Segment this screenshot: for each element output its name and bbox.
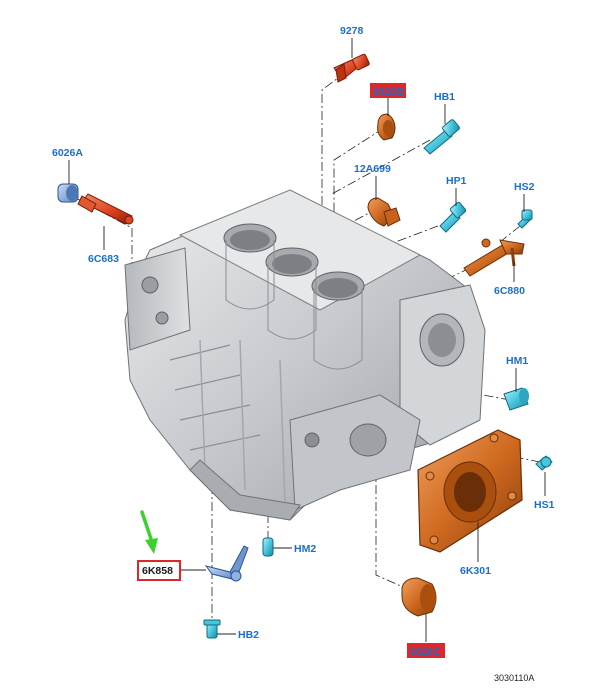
label-6026b: 6026B (373, 86, 404, 98)
label-6k858: 6K858 (142, 565, 173, 577)
label-hp1: HP1 (446, 175, 467, 187)
highlight-box-6026b (370, 83, 406, 98)
label-9278: 9278 (340, 25, 364, 37)
part-6k301-rear-seal-retainer[interactable] (417, 429, 523, 553)
engine-block (124, 189, 486, 521)
part-labels: 9278 6026B HB1 6026A 12A699 HP1 HS2 6C68… (52, 25, 555, 658)
part-6c683-dowel[interactable] (77, 193, 134, 225)
label-hs1: HS1 (534, 499, 555, 511)
label-hs2: HS2 (514, 181, 535, 193)
label-hm1: HM1 (506, 355, 528, 367)
part-6c880-oil-jet[interactable] (463, 238, 525, 277)
label-12a699: 12A699 (354, 163, 391, 175)
highlight-box-6026c (407, 643, 445, 658)
part-9278-oil-pressure-switch[interactable] (333, 53, 370, 83)
green-pointer-arrow (140, 510, 158, 554)
part-hm2-sleeve[interactable] (262, 537, 274, 557)
highlight-box-6k858 (137, 560, 181, 581)
centerline-hs2 (499, 225, 521, 243)
label-hb2: HB2 (238, 629, 259, 641)
part-hs2-screw[interactable] (517, 209, 533, 229)
centerline-6026c (375, 468, 411, 591)
label-6026c: 6026C (410, 646, 441, 658)
label-6026a: 6026A (52, 147, 83, 159)
label-hm2: HM2 (294, 543, 316, 555)
part-12a699-sensor[interactable] (367, 197, 401, 227)
centerline-hb1 (329, 139, 431, 196)
part-hp1-pin[interactable] (439, 201, 467, 233)
figure-id: 3030110A (494, 673, 534, 683)
label-hb1: HB1 (434, 91, 455, 103)
part-6026c-plug[interactable] (401, 577, 437, 617)
centerline-6026b (333, 127, 385, 225)
part-hs1-screw[interactable] (535, 455, 553, 471)
centerline-9278 (321, 71, 347, 212)
label-6k301: 6K301 (460, 565, 491, 577)
label-6c683: 6C683 (88, 253, 119, 265)
part-hb2-bolt[interactable] (203, 619, 221, 639)
label-6c880: 6C880 (494, 285, 525, 297)
leader-lines (68, 38, 546, 642)
part-hb1-bolt[interactable] (423, 119, 460, 155)
part-6k858-bracket[interactable] (204, 545, 249, 582)
part-6026a-plug[interactable] (57, 183, 79, 203)
part-6026b-plug[interactable] (377, 113, 396, 141)
centerline-hm1 (391, 377, 511, 401)
part-hm1-sleeve[interactable] (503, 387, 529, 411)
